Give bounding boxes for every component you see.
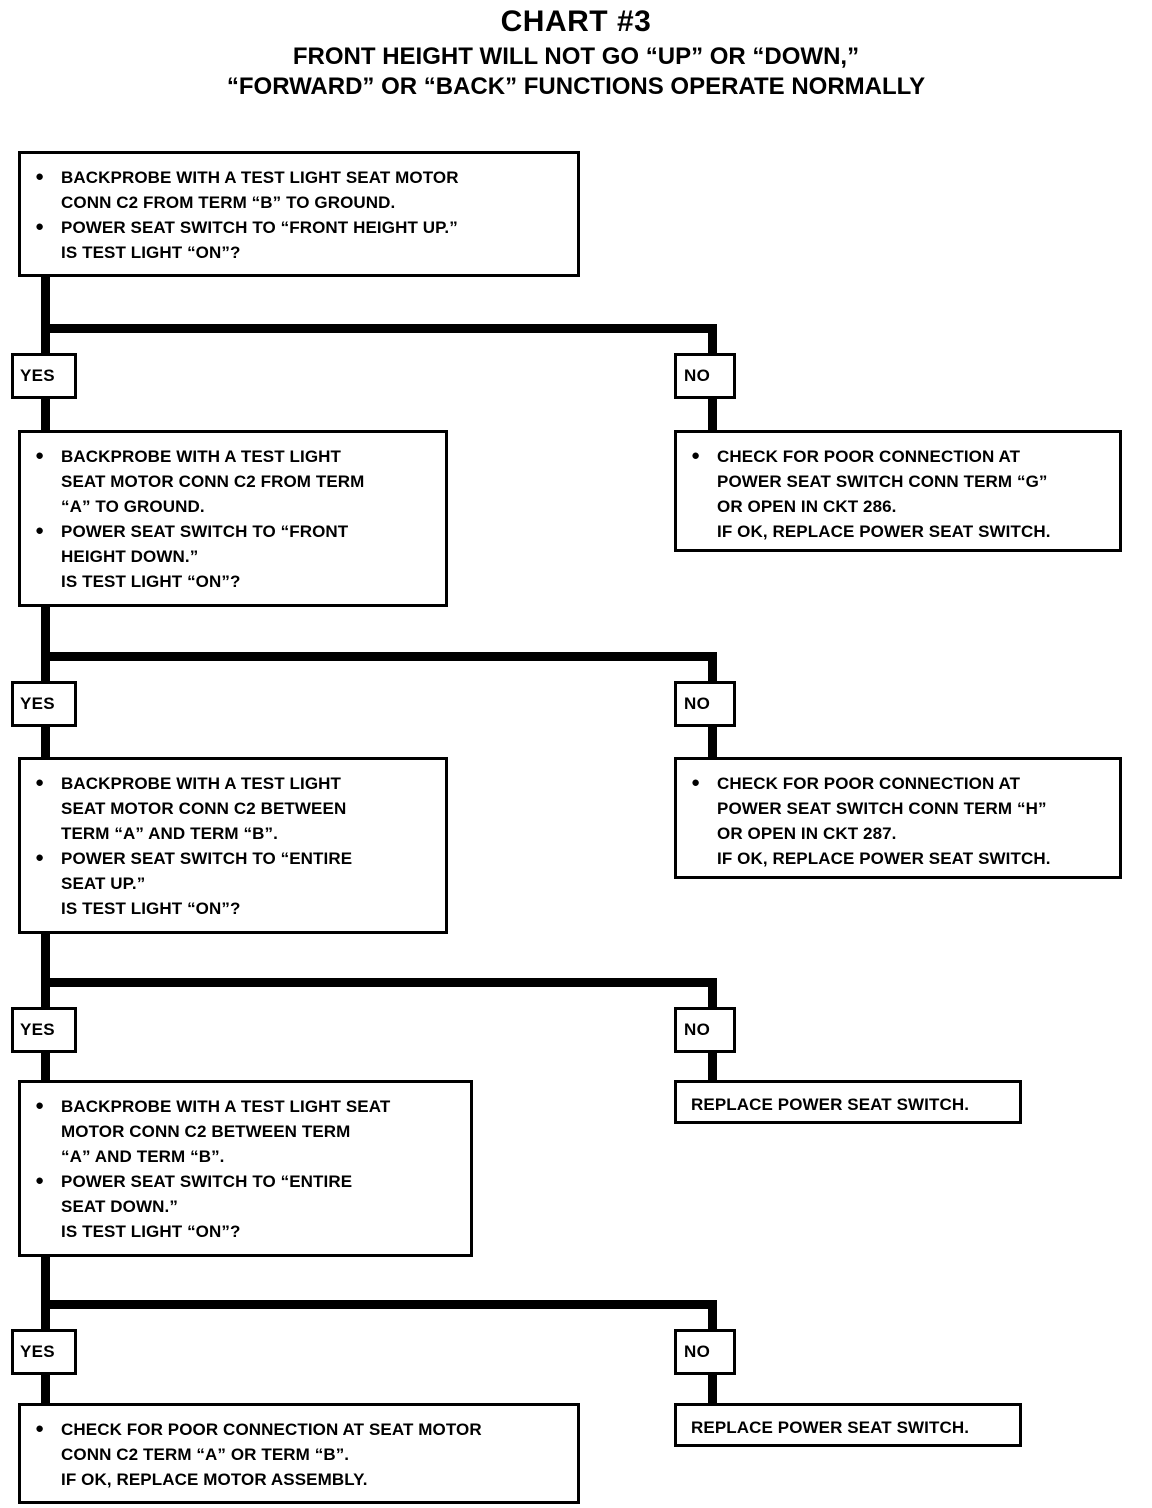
connector-step2-down — [41, 604, 50, 696]
bullet-icon: ● — [35, 774, 45, 791]
bullet-icon: ● — [35, 447, 45, 464]
connector-no-3-down — [708, 978, 717, 1020]
branch-label-yes-2[interactable]: YES — [11, 681, 77, 727]
connector-yes-2-down — [41, 718, 50, 764]
connector-yes-3-down — [41, 1044, 50, 1090]
connector-no-1-to-box — [708, 390, 717, 436]
node-step4-no-text: REPLACE POWER SEAT SWITCH. — [691, 1418, 970, 1437]
bullet-icon: ● — [35, 1171, 45, 1189]
branch-label-text: YES — [20, 1020, 55, 1039]
node-step4-yes-bullet-1: ● CHECK FOR POOR CONNECTION AT SEAT MOTO… — [35, 1420, 482, 1489]
node-step4-yes-result[interactable]: ● CHECK FOR POOR CONNECTION AT SEAT MOTO… — [18, 1403, 580, 1504]
node-step1-no-bullet-1: ● CHECK FOR POOR CONNECTION AT POWER SEA… — [691, 447, 1051, 541]
bullet-icon: ● — [35, 1420, 45, 1437]
node-step1-bullet-1: ● BACKPROBE WITH A TEST LIGHT SEAT MOTOR… — [35, 168, 459, 212]
page-title: CHART #3 FRONT HEIGHT WILL NOT GO “UP” O… — [0, 5, 1152, 101]
connector-step1-down — [41, 276, 50, 366]
connector-no-4-down — [708, 1300, 717, 1342]
bullet-icon: ● — [35, 217, 45, 235]
connector-yes-4-down — [41, 1366, 50, 1412]
bullet-icon: ● — [35, 848, 45, 866]
bullet-icon: ● — [35, 1097, 45, 1114]
connector-no-4-to-box — [708, 1366, 717, 1412]
bullet-icon: ● — [35, 521, 45, 539]
node-step2-no-result[interactable]: ● CHECK FOR POOR CONNECTION AT POWER SEA… — [674, 757, 1122, 879]
node-step2-bullet-1: ● BACKPROBE WITH A TEST LIGHT SEAT MOTOR… — [35, 447, 365, 516]
chart-subtitle-line1: FRONT HEIGHT WILL NOT GO “UP” OR “DOWN,” — [292, 43, 860, 71]
connector-step3-down — [41, 930, 50, 1022]
node-step3[interactable]: ● BACKPROBE WITH A TEST LIGHT SEAT MOTOR… — [18, 757, 448, 934]
branch-label-yes-1[interactable]: YES — [11, 353, 77, 399]
chart-subtitle-line2: “FORWARD” OR “BACK” FUNCTIONS OPERATE NO… — [226, 72, 926, 100]
chart-number-title: CHART #3 — [500, 5, 652, 38]
node-step1[interactable]: ● BACKPROBE WITH A TEST LIGHT SEAT MOTOR… — [18, 151, 580, 277]
branch-label-text: YES — [20, 694, 55, 713]
branch-label-text: NO — [684, 1342, 711, 1361]
node-step4-no-result[interactable]: REPLACE POWER SEAT SWITCH. — [674, 1403, 1022, 1447]
node-step2-bullet-2: ● POWER SEAT SWITCH TO “FRONT HEIGHT DOW… — [35, 521, 349, 591]
connector-step4-down — [41, 1252, 50, 1344]
node-step4[interactable]: ● BACKPROBE WITH A TEST LIGHT SEAT MOTOR… — [18, 1080, 473, 1257]
branch-label-yes-3[interactable]: YES — [11, 1007, 77, 1053]
branch-label-no-3[interactable]: NO — [674, 1007, 736, 1053]
branch-label-text: NO — [684, 1020, 711, 1039]
connector-split-3 — [41, 978, 717, 987]
branch-label-no-2[interactable]: NO — [674, 681, 736, 727]
node-step2-no-bullet-1: ● CHECK FOR POOR CONNECTION AT POWER SEA… — [691, 774, 1051, 868]
connector-no-2-to-box — [708, 718, 717, 764]
node-step1-bullet-2: ● POWER SEAT SWITCH TO “FRONT HEIGHT UP.… — [35, 217, 458, 262]
node-step3-no-text: REPLACE POWER SEAT SWITCH. — [691, 1095, 970, 1114]
branch-label-text: YES — [20, 366, 55, 385]
branch-label-text: NO — [684, 366, 711, 385]
branch-label-no-4[interactable]: NO — [674, 1329, 736, 1375]
node-step2[interactable]: ● BACKPROBE WITH A TEST LIGHT SEAT MOTOR… — [18, 430, 448, 607]
branch-label-text: NO — [684, 694, 711, 713]
node-step3-no-result[interactable]: REPLACE POWER SEAT SWITCH. — [674, 1080, 1022, 1124]
branch-label-yes-4[interactable]: YES — [11, 1329, 77, 1375]
connector-split-1 — [41, 324, 717, 333]
connector-no-1-down — [708, 324, 717, 366]
node-step3-bullet-1: ● BACKPROBE WITH A TEST LIGHT SEAT MOTOR… — [35, 774, 347, 843]
connector-yes-1-down — [41, 390, 50, 436]
connector-no-2-down — [708, 652, 717, 694]
bullet-icon: ● — [691, 774, 701, 791]
node-step3-bullet-2: ● POWER SEAT SWITCH TO “ENTIRE SEAT UP.”… — [35, 848, 353, 918]
connector-no-3-to-box — [708, 1044, 717, 1090]
branch-label-text: YES — [20, 1342, 55, 1361]
connector-split-4 — [41, 1300, 717, 1309]
node-step4-bullet-2: ● POWER SEAT SWITCH TO “ENTIRE SEAT DOWN… — [35, 1171, 353, 1241]
branch-label-no-1[interactable]: NO — [674, 353, 736, 399]
connector-split-2 — [41, 652, 717, 661]
bullet-icon: ● — [35, 168, 45, 185]
bullet-icon: ● — [691, 447, 701, 464]
node-step1-no-result[interactable]: ● CHECK FOR POOR CONNECTION AT POWER SEA… — [674, 430, 1122, 552]
node-step4-bullet-1: ● BACKPROBE WITH A TEST LIGHT SEAT MOTOR… — [35, 1097, 391, 1166]
